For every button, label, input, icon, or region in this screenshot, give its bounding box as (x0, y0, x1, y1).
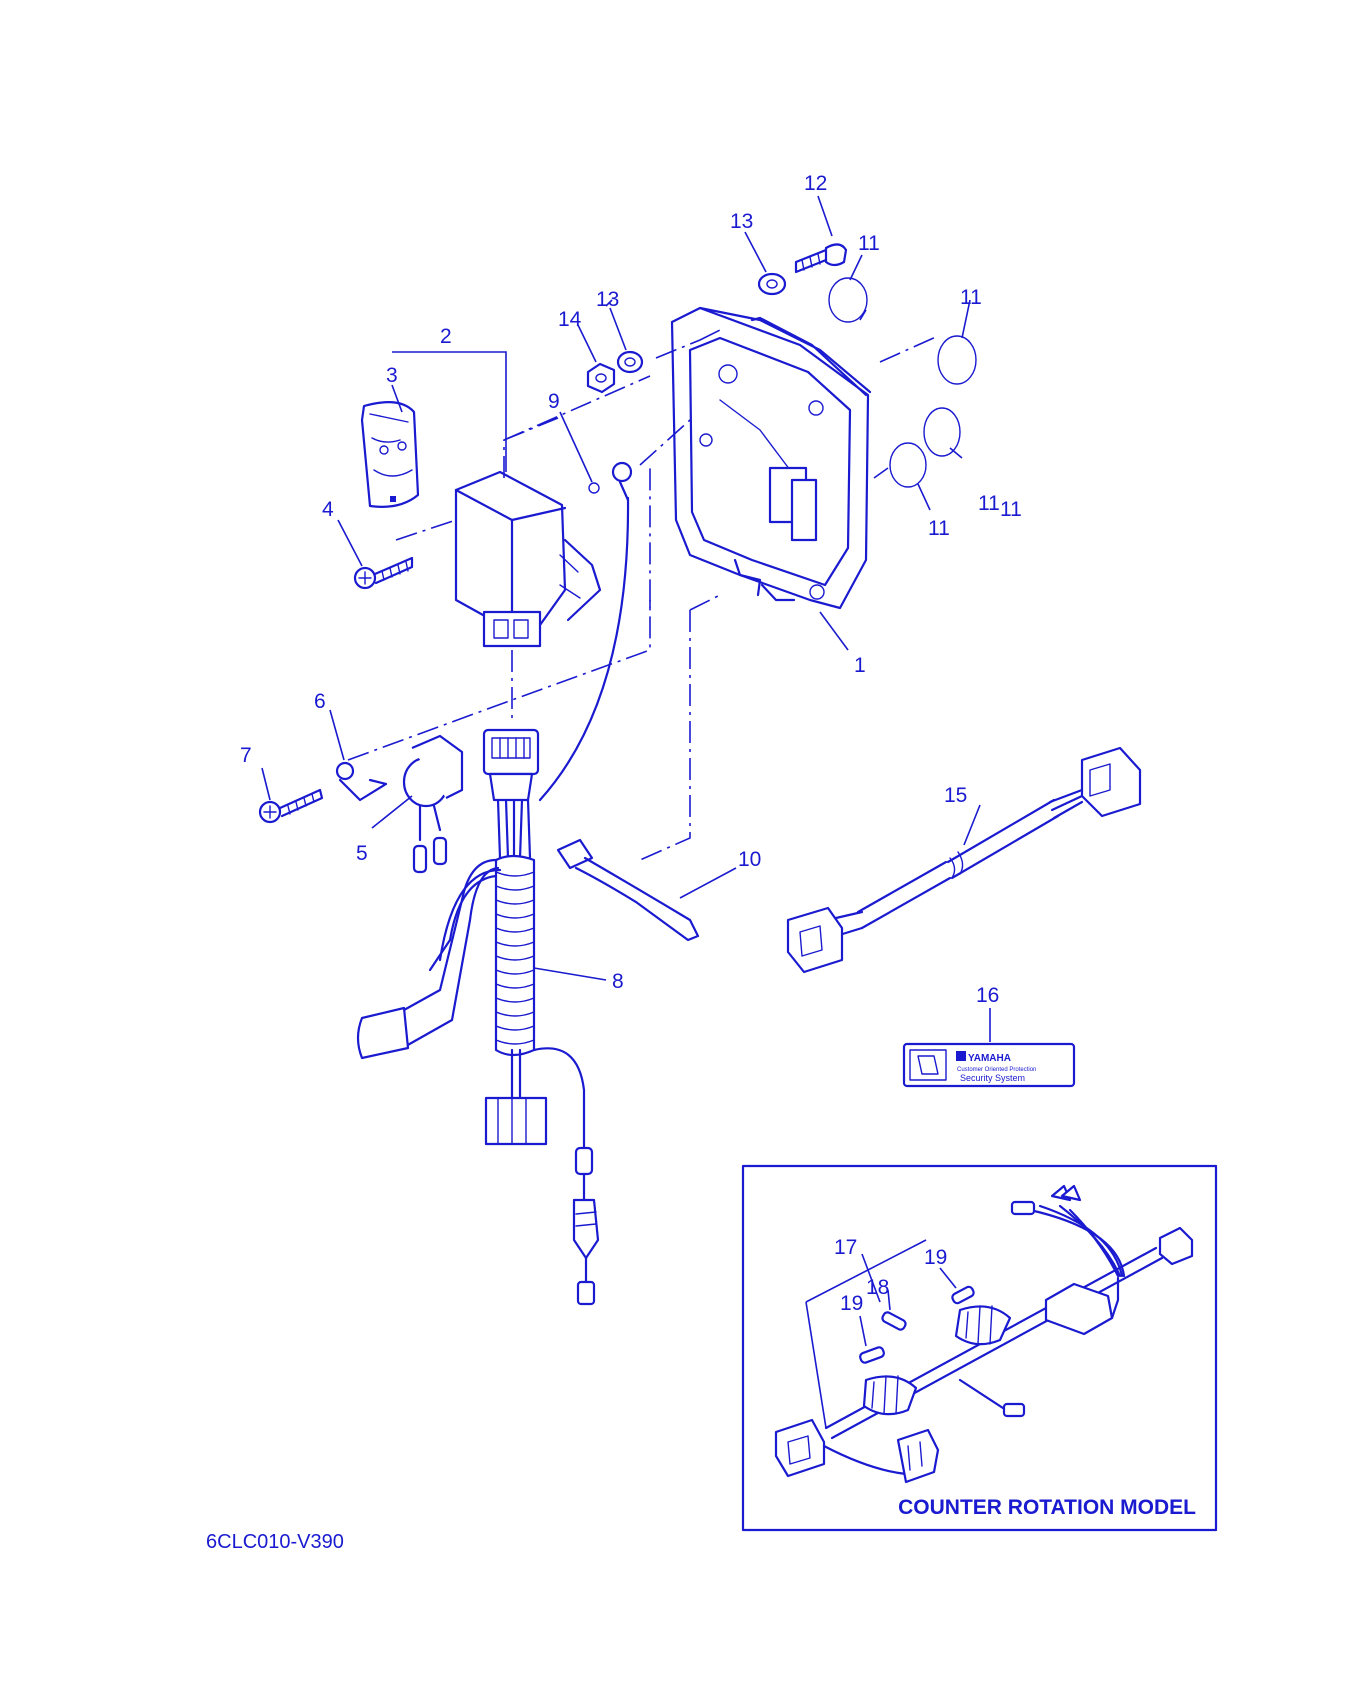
part-8-wire-harness (356, 728, 607, 1306)
callout-15: 15 (944, 784, 967, 807)
sticker-line2: Security System (960, 1073, 1025, 1083)
part-3-cover (360, 401, 420, 508)
leader-lines (261, 351, 507, 829)
callout-3: 3 (386, 364, 398, 387)
callout-17: 17 (834, 1236, 857, 1259)
part-10-cable-tie (556, 838, 737, 942)
part-15-extension-lead (786, 746, 1142, 974)
callout-12: 12 (804, 172, 827, 195)
part-12-screw (794, 195, 848, 274)
callout-labels: 1 2 3 4 5 6 7 8 9 10 11 11 11 11 11 12 1… (240, 172, 1022, 1315)
part-9-washer (559, 411, 600, 494)
callout-11b: 11 (960, 286, 982, 309)
sticker-brand: YAMAHA (968, 1053, 1011, 1064)
callout-19a: 19 (924, 1246, 947, 1269)
inset-counter-rotation: COUNTER ROTATION MODEL (741, 1164, 1218, 1532)
part-2-cdi-unit (454, 470, 602, 648)
callout-8: 8 (612, 970, 624, 993)
part-5-sensor (402, 734, 464, 874)
callout-14: 14 (558, 308, 582, 331)
part-4-bolt (353, 556, 414, 590)
part-6-clamp (335, 761, 388, 802)
callout-18: 18 (866, 1276, 889, 1299)
callout-1: 1 (854, 654, 866, 677)
callout-11a: 11 (858, 232, 880, 255)
callout-2: 2 (440, 325, 452, 348)
part-13-washers (609, 231, 787, 374)
part-14-nut (577, 324, 616, 394)
part-7-screw (258, 788, 324, 824)
callout-5: 5 (356, 842, 368, 865)
callout-13b: 13 (596, 288, 619, 311)
callout-11c: 11 (978, 492, 1000, 515)
part-16-label-sticker: YAMAHA Customer Oriented Protection Secu… (902, 1008, 1076, 1088)
assembly-lines (347, 299, 939, 861)
callout-13a: 13 (730, 210, 753, 233)
callout-4: 4 (322, 498, 334, 521)
callout-11e: 11 (1000, 498, 1022, 521)
callout-6: 6 (314, 690, 326, 713)
callout-11d: 11 (928, 517, 950, 540)
sticker-line1: Customer Oriented Protection (957, 1067, 1036, 1073)
inset-title: COUNTER ROTATION MODEL (898, 1496, 1196, 1519)
callout-9: 9 (548, 390, 560, 413)
part-1-bracket (670, 306, 872, 651)
part-11-grommets (828, 254, 977, 511)
callout-10: 10 (738, 848, 761, 871)
callout-16: 16 (976, 984, 999, 1007)
diagram-code: 6CLC010-V390 (206, 1531, 344, 1553)
callout-7: 7 (240, 744, 252, 767)
ground-lead (538, 461, 633, 802)
callout-19b: 19 (840, 1292, 863, 1315)
